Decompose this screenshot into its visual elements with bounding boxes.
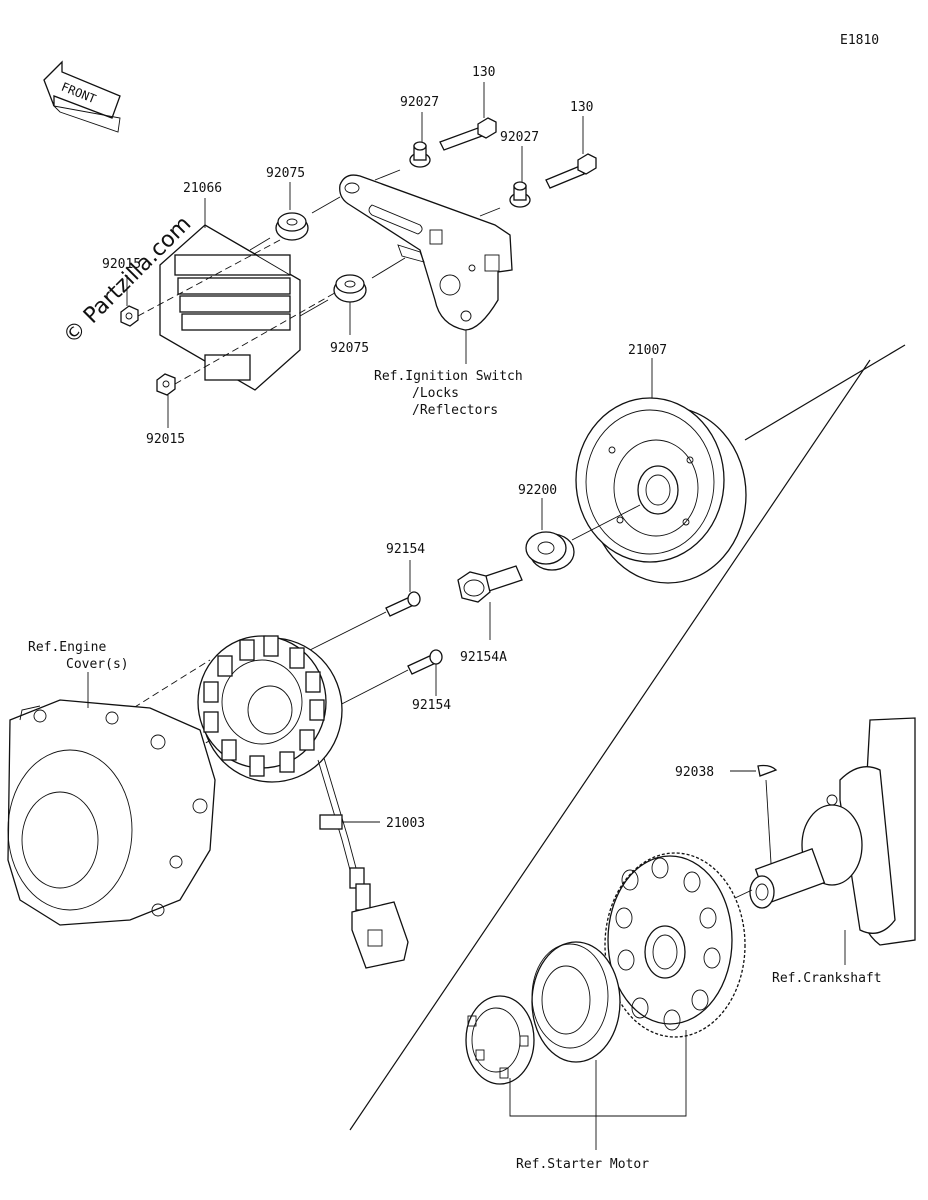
guide-line-flywheel [744,344,906,441]
collar-92027-right [509,181,531,208]
collar-92027-left [409,141,431,168]
bolt-92154-top [385,591,421,617]
ref-ignition-line2: /Locks [412,386,459,401]
flywheel-rotor [575,397,747,584]
guide-line-diagonal [349,359,871,1131]
label-21003: 21003 [386,816,425,831]
grommet-92075-top [275,212,309,241]
bolt-92154-bottom [407,649,443,675]
front-arrow-icon: FRONT [43,60,121,133]
label-92027-left: 92027 [400,95,439,110]
engine-cover [7,699,216,926]
stator-coil [197,635,357,871]
bolt-130-right [545,153,597,189]
bolt-130-left [439,117,497,151]
label-92075-top: 92075 [266,166,305,181]
label-92015-top: 92015 [102,257,141,272]
diagram-code: E1810 [840,33,879,48]
label-92038: 92038 [675,765,714,780]
grommet-92075-bottom [333,274,367,303]
label-92015-bottom: 92015 [146,432,185,447]
bolt-92154A [457,565,523,603]
ref-starter-motor: Ref.Starter Motor [516,1157,649,1172]
ref-crankshaft: Ref.Crankshaft [772,971,882,986]
label-92154-top: 92154 [386,542,425,557]
starter-clutch-ring [531,941,621,1063]
crankshaft [749,717,916,946]
label-21066: 21066 [183,181,222,196]
ref-ignition-line1: Ref.Ignition Switch [374,369,523,384]
regulator-rectifier [159,224,301,391]
label-130-right: 130 [570,100,593,115]
label-130-left: 130 [472,65,495,80]
label-21007: 21007 [628,343,667,358]
label-92154A: 92154A [460,650,507,665]
label-92154-bottom: 92154 [412,698,451,713]
label-92200: 92200 [518,483,557,498]
nut-92015-bottom [156,373,176,396]
stator-connector [349,867,409,969]
nut-92015-top [120,305,139,327]
ref-engine-line1: Ref.Engine [28,640,106,655]
washer-92200 [525,531,575,571]
ref-ignition-line3: /Reflectors [412,403,498,418]
label-92075-bottom: 92075 [330,341,369,356]
sprag-clutch [465,995,535,1085]
ref-engine-line2: Cover(s) [66,657,129,672]
mounting-bracket [339,174,513,331]
starter-clutch-gear [604,852,746,1038]
label-92027-right: 92027 [500,130,539,145]
woodruff-key-92038 [757,764,778,777]
